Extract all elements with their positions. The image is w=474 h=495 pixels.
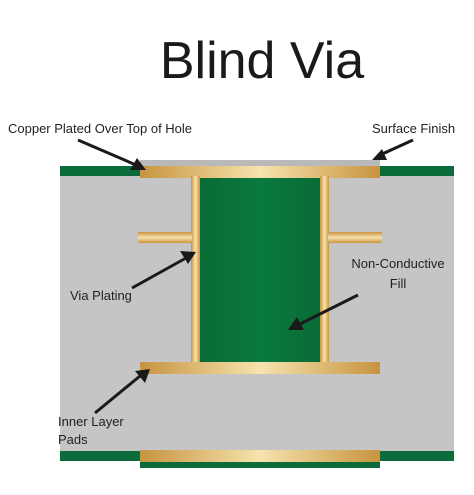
label-inner-layer-line1: Inner Layer bbox=[58, 414, 124, 429]
non-conductive-fill bbox=[200, 178, 320, 362]
diagram-title: Blind Via bbox=[160, 32, 364, 90]
arrow-non-conductive-fill bbox=[288, 293, 359, 330]
label-inner-layer-line2: Pads bbox=[58, 432, 88, 447]
label-copper-plated: Copper Plated Over Top of Hole bbox=[8, 121, 192, 136]
inner-layer-trace-left bbox=[138, 232, 192, 243]
via-plating-right-wall bbox=[320, 176, 329, 366]
inner-layer-pad bbox=[140, 362, 380, 374]
via-plating-left-wall bbox=[191, 176, 200, 366]
arrow-copper-plated bbox=[77, 138, 146, 170]
bottom-solder-mask-under bbox=[140, 462, 380, 468]
label-non-conductive-line2: Fill bbox=[390, 276, 407, 291]
label-surface-finish: Surface Finish bbox=[372, 121, 455, 136]
arrow-inner-layer-pads bbox=[94, 369, 150, 415]
surface-finish-layer bbox=[140, 160, 380, 166]
bottom-copper-pad bbox=[140, 450, 380, 462]
top-solder-mask-right bbox=[378, 166, 454, 176]
label-non-conductive-line1: Non-Conductive bbox=[351, 256, 444, 271]
top-solder-mask-left bbox=[60, 166, 142, 176]
inner-layer-trace-right bbox=[328, 232, 382, 243]
top-copper-cap bbox=[140, 166, 380, 178]
arrow-via-plating bbox=[131, 251, 196, 290]
label-via-plating: Via Plating bbox=[70, 288, 132, 303]
arrow-surface-finish bbox=[372, 138, 414, 160]
